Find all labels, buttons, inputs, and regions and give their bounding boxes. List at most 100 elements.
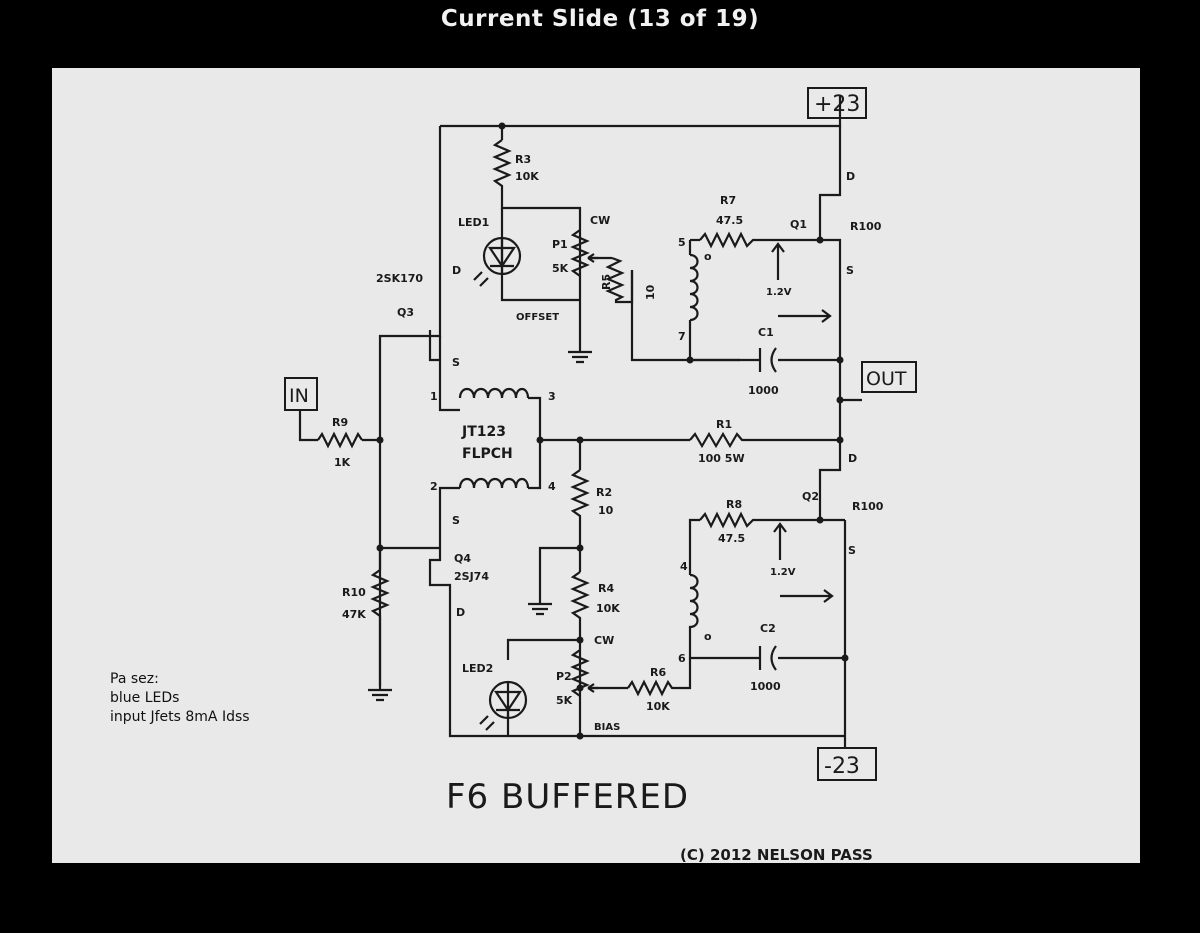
label-r8-val: 47.5 bbox=[718, 532, 745, 545]
label-t1-dot: o bbox=[704, 250, 712, 263]
label-c1-val: 1000 bbox=[748, 384, 779, 397]
transformer-winding-q1 bbox=[689, 253, 699, 322]
label-r100-bot: R100 bbox=[852, 500, 884, 513]
terminal-pos-rail: +23 bbox=[814, 92, 860, 117]
note-line-3: input Jfets 8mA Idss bbox=[110, 709, 250, 725]
label-q4: Q4 bbox=[454, 552, 471, 565]
label-r8: R8 bbox=[726, 498, 742, 511]
label-c2-val: 1000 bbox=[750, 680, 781, 693]
label-q2: Q2 bbox=[802, 490, 819, 503]
label-jfet-q3: 2SK170 bbox=[376, 272, 423, 285]
label-r7: R7 bbox=[720, 194, 736, 207]
terminal-box-in bbox=[284, 377, 318, 411]
jt123-primary bbox=[458, 387, 530, 399]
label-q4-d: D bbox=[456, 606, 465, 619]
terminal-box-neg bbox=[817, 747, 877, 781]
label-r100-top: R100 bbox=[850, 220, 882, 233]
label-p2-val: 5K bbox=[556, 694, 573, 707]
label-q2-s: S bbox=[848, 544, 856, 557]
label-r10: R10 bbox=[342, 586, 366, 599]
label-meas-bot: 1.2V bbox=[770, 567, 796, 578]
resistor-r5 bbox=[605, 256, 634, 304]
label-r3: R3 bbox=[515, 153, 531, 166]
meas-arrow-top bbox=[771, 242, 832, 323]
ground-p1 bbox=[568, 348, 592, 364]
label-r9-val: 1K bbox=[334, 456, 351, 469]
resistor-r1 bbox=[689, 431, 750, 449]
label-q2-d: D bbox=[848, 452, 857, 465]
label-pin2: 2 bbox=[430, 480, 438, 493]
label-led2: LED2 bbox=[462, 662, 493, 675]
terminal-output: OUT bbox=[866, 368, 907, 390]
label-r1-val: 100 5W bbox=[698, 452, 745, 465]
resistor-r10 bbox=[370, 569, 390, 625]
label-pin1: 1 bbox=[430, 390, 438, 403]
label-q3-d: D bbox=[452, 264, 461, 277]
resistor-r8 bbox=[699, 511, 760, 529]
label-r5: R5 bbox=[600, 274, 613, 290]
label-q1-d: D bbox=[846, 170, 855, 183]
label-p2: P2 bbox=[556, 670, 572, 683]
label-q4-s: S bbox=[452, 514, 460, 527]
label-p1-cw: CW bbox=[590, 214, 610, 227]
ground-r10 bbox=[368, 686, 392, 702]
capacitor-c2 bbox=[758, 645, 777, 671]
label-q3: Q3 bbox=[397, 306, 414, 319]
label-p1: P1 bbox=[552, 238, 568, 251]
resistor-r3 bbox=[492, 139, 512, 192]
terminal-box-out bbox=[861, 361, 917, 393]
label-p1-offset: OFFSET bbox=[516, 312, 559, 323]
label-t2-pin4: 4 bbox=[680, 560, 688, 573]
potentiometer-p2-wiper bbox=[587, 683, 598, 693]
label-q1-s: S bbox=[846, 264, 854, 277]
annotation-note: Pa sez: blue LEDs input Jfets 8mA Idss bbox=[110, 670, 250, 727]
label-jt-line2: FLPCH bbox=[462, 446, 513, 462]
label-r9: R9 bbox=[332, 416, 348, 429]
label-p2-bias: BIAS bbox=[594, 722, 620, 733]
resistor-r7 bbox=[699, 231, 760, 249]
meas-arrow-bot bbox=[773, 522, 834, 603]
label-p1-val: 5K bbox=[552, 262, 569, 275]
label-r10-val: 47K bbox=[342, 608, 366, 621]
label-t1-pin7: 7 bbox=[678, 330, 686, 343]
note-line-2: blue LEDs bbox=[110, 690, 180, 706]
terminal-input: IN bbox=[289, 385, 309, 407]
label-r4-val: 10K bbox=[596, 602, 620, 615]
resistor-r4 bbox=[570, 571, 590, 622]
label-t2-dot: o bbox=[704, 630, 712, 643]
wires bbox=[298, 96, 862, 748]
label-q1: Q1 bbox=[790, 218, 807, 231]
label-c2: C2 bbox=[760, 622, 776, 635]
label-r6: R6 bbox=[650, 666, 666, 679]
label-jfet-q4: 2SJ74 bbox=[454, 570, 489, 583]
resistor-r2 bbox=[570, 469, 590, 520]
potentiometer-p1 bbox=[570, 229, 590, 277]
resistor-r6 bbox=[627, 679, 680, 697]
label-pin4: 4 bbox=[548, 480, 556, 493]
terminal-neg-rail: -23 bbox=[824, 754, 860, 779]
label-t2-pin6: 6 bbox=[678, 652, 686, 665]
jt123-secondary bbox=[458, 477, 530, 489]
junction-dots bbox=[376, 122, 849, 740]
label-p2-cw: CW bbox=[594, 634, 614, 647]
copyright: (C) 2012 NELSON PASS bbox=[680, 846, 873, 864]
label-r2: R2 bbox=[596, 486, 612, 499]
ground-r4 bbox=[528, 600, 552, 616]
transformer-winding-q2 bbox=[688, 573, 699, 640]
label-r6-val: 10K bbox=[646, 700, 670, 713]
led2-symbol bbox=[479, 682, 523, 731]
label-meas-top: 1.2V bbox=[766, 287, 792, 298]
slide-title: Current Slide (13 of 19) bbox=[440, 6, 760, 32]
note-line-1: Pa sez: bbox=[110, 671, 159, 687]
potentiometer-p1-wiper bbox=[587, 253, 598, 263]
capacitor-c1 bbox=[758, 347, 777, 373]
schematic-title: F6 BUFFERED bbox=[446, 777, 689, 817]
label-pin3: 3 bbox=[548, 390, 556, 403]
label-r1: R1 bbox=[716, 418, 732, 431]
label-r4: R4 bbox=[598, 582, 614, 595]
resistor-r9 bbox=[317, 431, 363, 449]
label-r5-val: 10 bbox=[644, 284, 657, 300]
label-jt-line1: JT123 bbox=[461, 424, 506, 440]
label-r2-val: 10 bbox=[598, 504, 614, 517]
